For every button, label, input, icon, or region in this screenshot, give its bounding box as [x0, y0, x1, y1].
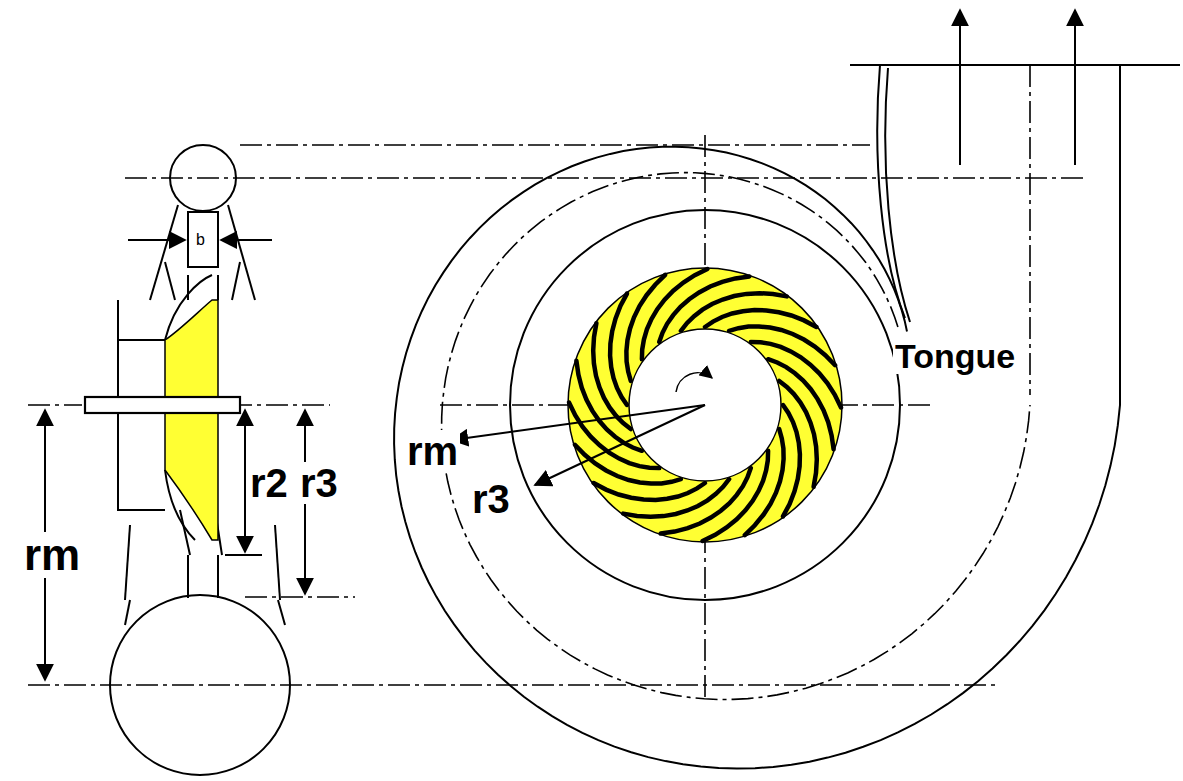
dimension-label: rm — [22, 532, 82, 578]
dimension-label: r3 — [298, 462, 340, 504]
part-label: Tongue — [893, 338, 1017, 374]
dimension-label: r2 — [248, 462, 290, 504]
dimension-label: b — [196, 232, 205, 248]
dimension-label: rm — [405, 430, 460, 472]
dimension-label: r3 — [470, 478, 512, 520]
impeller-blade — [779, 381, 817, 487]
